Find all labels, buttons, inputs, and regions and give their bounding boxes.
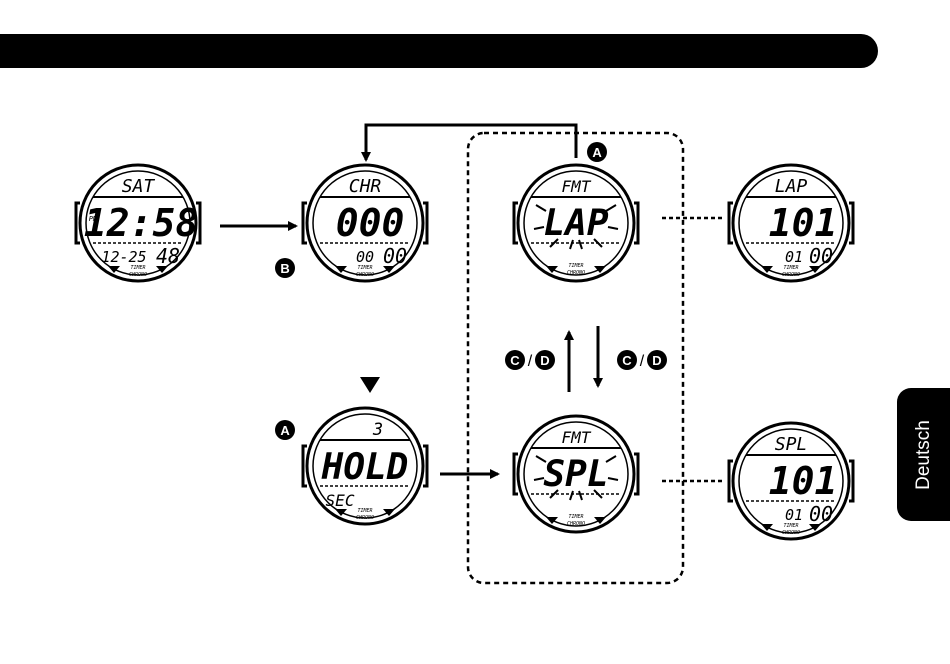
button-a-hold-label: A [280, 423, 290, 438]
button-a-top: A [587, 142, 607, 162]
sub-right-text: 00 [383, 244, 407, 268]
chrono-label: CHRONO [129, 272, 147, 278]
watch-time: SAT PM 12:58 12-25 48 TIMER CHRONO [76, 165, 200, 281]
timer-label: TIMER [783, 523, 798, 529]
button-b: B [275, 258, 295, 278]
button-a-hold: A [275, 420, 295, 440]
fmt-text: FMT [562, 428, 592, 447]
sub-left-text: 01 [785, 248, 803, 266]
seconds-text: 48 [156, 244, 180, 268]
chrono-label: CHRONO [782, 272, 800, 278]
sub-text: SEC [326, 491, 355, 510]
button-b-label: B [280, 261, 289, 276]
chrono-label: CHRONO [356, 272, 374, 278]
button-d-left-label: D [540, 353, 549, 368]
timer-label: TIMER [130, 265, 145, 271]
arrow-return-to-chrono [366, 125, 576, 160]
watch-fmt-spl: FMT SPL TIMER CHRONO [514, 416, 638, 532]
top-right-text: 3 [372, 420, 383, 440]
mode-text: LAP [775, 176, 808, 197]
chrono-label: CHRONO [782, 530, 800, 536]
watch-lap: LAP 101 01 00 TIMER CHRONO [729, 165, 853, 281]
button-d-right-label: D [652, 353, 661, 368]
timer-label: TIMER [783, 265, 798, 271]
button-a-top-label: A [592, 145, 602, 160]
main-text: 101 [769, 459, 838, 503]
date-text: 12-25 [101, 248, 146, 266]
sub-right-text: 00 [809, 502, 833, 526]
timer-label: TIMER [357, 265, 372, 271]
time-text: 12:58 [84, 201, 198, 245]
button-cd-left: C / D [505, 350, 555, 370]
timer-label: TIMER [357, 508, 372, 514]
down-triangle [360, 377, 380, 393]
timer-label: TIMER [568, 263, 583, 269]
sub-left-text: 01 [785, 506, 803, 524]
main-text: HOLD [321, 447, 409, 488]
chrono-label: CHRONO [567, 270, 585, 276]
timer-label: TIMER [568, 514, 583, 520]
fmt-text: FMT [562, 177, 592, 196]
mode-text: SPL [775, 434, 808, 455]
watch-fmt-lap: FMT LAP TIMER CHRONO [514, 165, 638, 281]
watch-hold: 3 HOLD SEC TIMER CHRONO [303, 408, 427, 524]
button-c-left-label: C [510, 353, 520, 368]
button-cd-right: C / D [617, 350, 667, 370]
slash-left: / [528, 353, 533, 370]
slash-right: / [640, 353, 645, 370]
main-text: LAP [543, 203, 608, 244]
day-text: SAT [122, 176, 156, 197]
chrono-label: CHRONO [567, 521, 585, 527]
watch-chrono: CHR 000 00 00 TIMER CHRONO [303, 165, 427, 281]
sub-right-text: 00 [809, 244, 833, 268]
mode-text: CHR [349, 176, 382, 197]
main-text: 101 [769, 201, 838, 245]
sub-left-text: 00 [356, 248, 374, 266]
main-text: SPL [543, 454, 608, 495]
watch-spl: SPL 101 01 00 TIMER CHRONO [729, 423, 853, 539]
button-c-right-label: C [622, 353, 632, 368]
chrono-label: CHRONO [356, 515, 374, 521]
main-text: 000 [336, 201, 405, 245]
